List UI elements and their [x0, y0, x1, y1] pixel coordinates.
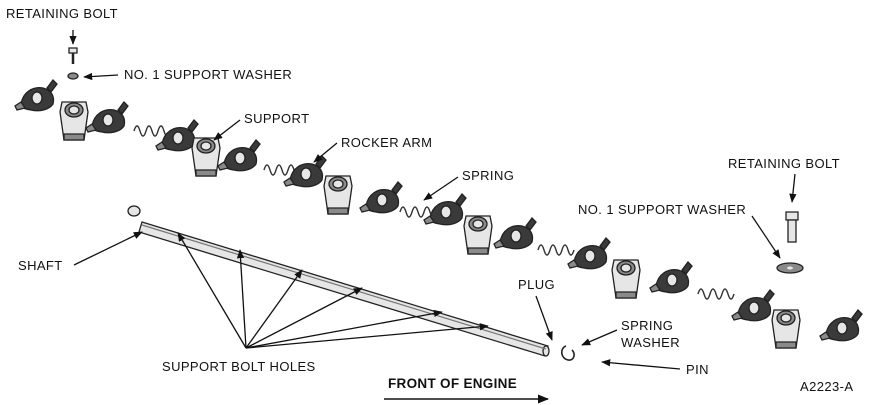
rocker-arm-label: ROCKER ARM: [341, 135, 432, 150]
coil-spring-icon: [697, 288, 735, 300]
front-of-engine-label: FRONT OF ENGINE: [388, 376, 517, 391]
support-washer-top: [67, 72, 119, 81]
shaft-label: SHAFT: [18, 258, 63, 273]
rocker-arm-icon: [423, 193, 467, 226]
support-bracket-icon: [611, 259, 641, 299]
support-bracket-icon: [323, 175, 353, 215]
arrow-icon: [581, 329, 618, 346]
spring-washer-label-line2: WASHER: [621, 335, 680, 350]
arrow-icon: [601, 359, 681, 370]
spring-label: SPRING: [462, 168, 514, 183]
rocker-arm-icon: [567, 237, 611, 270]
retaining-bolt-right: [785, 211, 799, 243]
rocker-arm-icon: [359, 181, 403, 214]
rocker-arm-icon: [493, 217, 537, 250]
arrow-icon: [535, 295, 553, 341]
arrow-icon: [751, 215, 781, 259]
arrow-icon: [73, 231, 143, 266]
rocker-arm-icon: [14, 79, 58, 112]
support-bolt-holes-label: SUPPORT BOLT HOLES: [162, 359, 316, 374]
arrow-icon: [423, 176, 459, 201]
coil-spring-icon: [537, 244, 575, 256]
arrow-icon: [789, 173, 797, 203]
retaining-bolt-top-label: RETAINING BOLT: [6, 6, 118, 21]
rocker-arm-icon: [283, 155, 327, 188]
rocker-arm-icon: [85, 101, 129, 134]
rocker-arm-icon: [217, 139, 261, 172]
retaining-bolt-right-label: RETAINING BOLT: [728, 156, 840, 171]
rocker-arm-icon: [731, 289, 775, 322]
support-washer-top-label: NO. 1 SUPPORT WASHER: [124, 67, 292, 82]
arrow-icon: [213, 119, 241, 141]
support-bolt-hole-leaders: [177, 232, 489, 349]
coil-spring-icon: [133, 125, 171, 137]
support-bracket-icon: [771, 309, 801, 349]
spring-washer-label-line1: SPRING: [621, 318, 673, 333]
spring-washer-icon: [560, 345, 575, 361]
support-bracket-icon: [191, 137, 221, 177]
rocker-arm-icon: [155, 119, 199, 152]
rocker-arm-icon: [649, 261, 693, 294]
support-washer-right: [776, 262, 804, 274]
support-bracket-icon: [463, 215, 493, 255]
plug-label: PLUG: [518, 277, 555, 292]
pin-label: PIN: [686, 362, 709, 377]
support-label: SUPPORT: [244, 111, 309, 126]
rocker-arm-icon: [819, 309, 863, 342]
figure-code: A2223-A: [800, 379, 853, 394]
support-washer-right-label: NO. 1 SUPPORT WASHER: [578, 202, 746, 217]
retaining-bolt-top: [68, 30, 78, 64]
support-bracket-icon: [59, 101, 89, 141]
arrow-icon: [313, 142, 338, 163]
